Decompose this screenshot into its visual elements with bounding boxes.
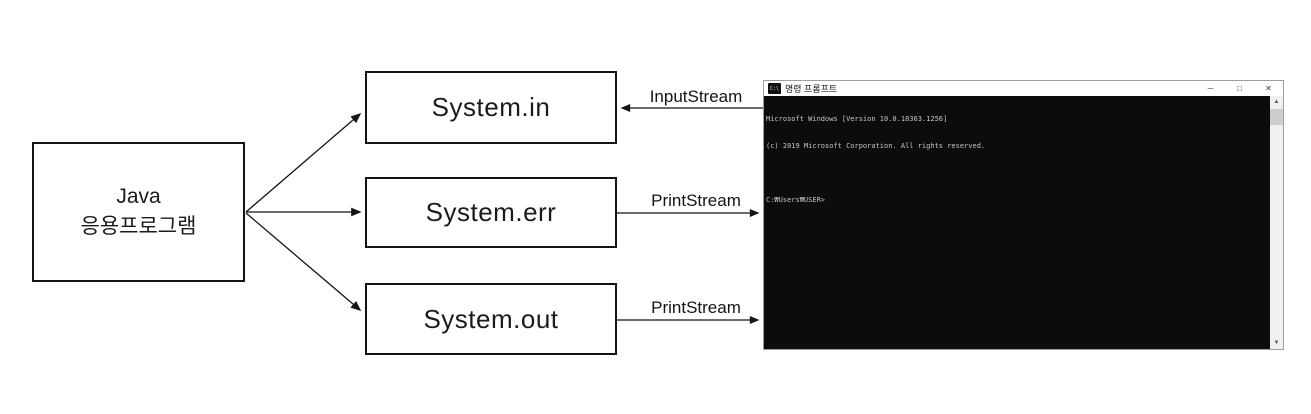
system-out-box: System.out — [365, 283, 617, 355]
cmd-console-body[interactable]: Microsoft Windows [Version 10.0.18363.12… — [764, 96, 1283, 349]
console-line-version: Microsoft Windows [Version 10.0.18363.12… — [766, 115, 948, 123]
printstream-out-arrow-label: PrintStream — [651, 298, 741, 317]
maximize-button[interactable]: □ — [1237, 84, 1242, 93]
console-line-prompt: C:₩Users₩USER> — [766, 196, 826, 204]
java-app-box: Java 응용프로그램 — [32, 142, 245, 282]
system-err-box: System.err — [365, 177, 617, 248]
cmd-titlebar[interactable]: C:\ 명령 프롬프트 ─ □ ✕ — [764, 81, 1283, 96]
arrow-java-to-system-out — [245, 212, 362, 312]
minimize-button[interactable]: ─ — [1207, 84, 1214, 93]
java-app-label-line1: Java — [116, 185, 161, 208]
printstream-err-arrow-label: PrintStream — [651, 191, 741, 210]
cmd-window-title: 명령 프롬프트 — [785, 84, 838, 94]
scrollbar-thumb[interactable] — [1270, 109, 1283, 125]
inputstream-arrow-label: InputStream — [649, 87, 743, 106]
console-line-copyright: (c) 2019 Microsoft Corporation. All righ… — [766, 142, 986, 150]
close-button[interactable]: ✕ — [1265, 84, 1272, 93]
scroll-up-arrow-icon[interactable]: ▲ — [1273, 99, 1280, 105]
system-in-label: System.in — [431, 92, 551, 122]
arrow-java-to-system-in — [245, 112, 362, 213]
terminal-text: Microsoft Windows [Version 10.0.18363.12… — [764, 96, 1283, 223]
cmd-icon: C:\ — [768, 83, 781, 94]
cmd-window: C:\ 명령 프롬프트 ─ □ ✕ Microsoft Windows [Ver… — [763, 80, 1284, 350]
window-controls: ─ □ ✕ — [1196, 81, 1283, 96]
console-scrollbar[interactable]: ▲ ▼ — [1270, 96, 1283, 349]
scroll-down-arrow-icon[interactable]: ▼ — [1273, 340, 1280, 346]
console-line-blank — [766, 169, 1269, 178]
system-in-box: System.in — [365, 71, 617, 144]
system-err-label: System.err — [425, 197, 557, 227]
system-out-label: System.out — [423, 303, 559, 334]
java-app-label-line2: 응용프로그램 — [80, 215, 197, 238]
cmd-icon-glyph: C:\ — [769, 85, 780, 92]
